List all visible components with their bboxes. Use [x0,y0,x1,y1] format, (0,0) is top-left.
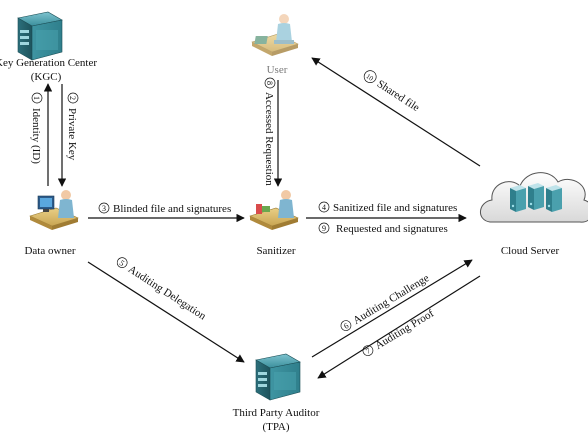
arrow-auditing-challenge [311,259,473,358]
edge-label-sanitized-file: 4 Sanitized file and signatures [318,201,457,214]
tpa-server-icon [255,353,301,401]
edge-num-1: 1 [32,96,41,100]
user-person-icon [251,14,299,56]
edge-label-auditing-delegation: 5 Auditing Delegation [116,257,209,323]
edge-num-6: 6 [342,321,350,331]
kgc-label-line1: Key Generation Center [0,57,97,69]
edge-label-requested: 9 Requested and signatures [318,222,448,235]
tpa-label-line1: Third Party Auditor [233,407,320,419]
edge-text-blinded-file: Blinded file and signatures [113,203,231,215]
data-owner-label: Data owner [24,245,75,257]
edge-num-10: 10 [365,72,376,83]
edge-num-7: 7 [364,346,372,356]
arrow-auditing-proof [317,275,481,379]
tpa-label-line2: (TPA) [262,421,289,433]
edge-num-3: 3 [102,204,106,213]
edge-label-identity: 1 Identity (ID) [30,92,43,164]
user-label: User [267,64,288,76]
data-owner-person-icon [29,190,79,230]
cloud-server-label: Cloud Server [501,245,560,257]
sanitizer-label: Sanitizer [256,245,295,257]
kgc-server-icon [17,11,63,61]
edge-num-5: 5 [118,258,126,268]
edge-label-accessed-requestion: 8 Accessed Requestion [263,77,276,186]
edge-num-9: 9 [322,224,326,233]
edge-num-8: 8 [265,81,274,85]
edge-text-shared-file: Shared file [375,78,422,114]
edge-num-4: 4 [322,203,326,212]
sanitizer-person-icon [249,190,299,230]
edge-label-shared-file: 10 Shared file [363,70,422,114]
edge-num-2: 2 [68,96,77,100]
edge-label-blinded-file: 3 Blinded file and signatures [98,202,231,215]
edge-text-sanitized-file: Sanitized file and signatures [333,202,457,214]
edge-label-private-key: 2 Private Key [66,92,79,161]
arrow-auditing-delegation [87,261,245,363]
edge-text-private-key: Private Key [66,108,78,161]
edge-text-accessed-requestion: Accessed Requestion [263,92,275,186]
edge-text-requested: Requested and signatures [336,223,448,235]
edge-text-auditing-delegation: Auditing Delegation [126,263,209,322]
cloud-server-icon [480,172,588,223]
kgc-label-line2: (KGC) [31,71,62,83]
arrow-shared-file [311,57,481,167]
edge-text-identity: Identity (ID) [30,108,42,164]
